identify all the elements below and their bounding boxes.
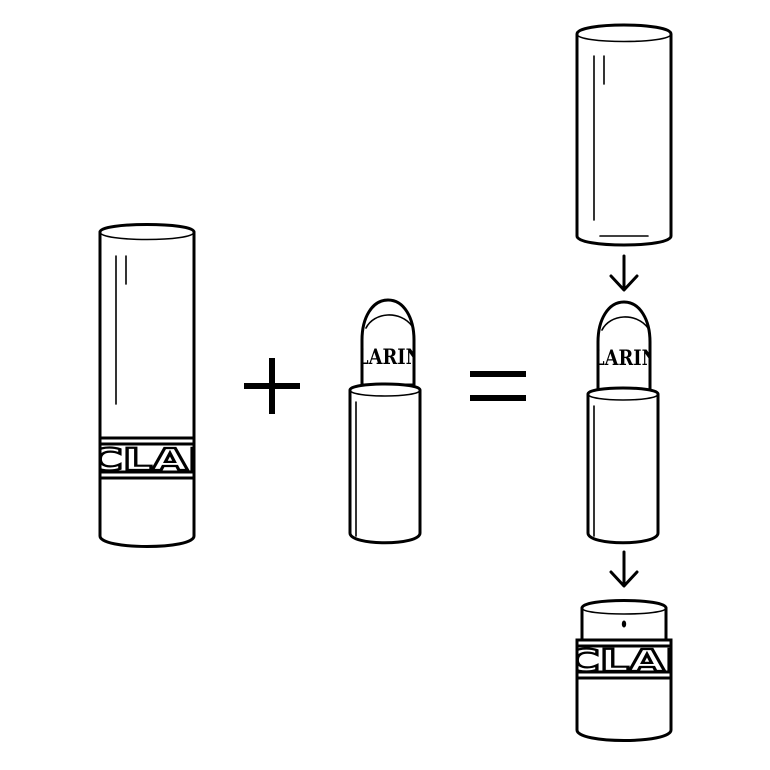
plus-sign: +	[0, 0, 300, 414]
case-base-with-band: CLAI	[566, 599, 682, 742]
full-lipstick-case: CLAI	[89, 223, 205, 548]
base-band-logo-text: CLAI	[566, 644, 682, 679]
refill-bullet: LARIN	[586, 300, 660, 545]
cap	[98, 223, 196, 440]
refill-lipstick-bullet: LARIN	[348, 298, 422, 545]
equals-sign: =	[0, 0, 526, 401]
band-logo-text: CLAI	[89, 443, 205, 478]
exploded-assembly: LARIN CLAI	[566, 23, 682, 742]
plus-symbol-label: +	[0, 0, 1, 1]
base	[98, 476, 196, 548]
separated-cap	[575, 23, 673, 247]
arrow-down-icon	[609, 550, 639, 588]
equals-symbol-label: =	[0, 0, 1, 1]
logo-band: CLAI	[89, 436, 205, 480]
refill-bullet-logo-text: LARIN	[592, 345, 658, 370]
arrow-down-icon	[609, 254, 639, 292]
bullet-logo-text: LARIN	[356, 344, 422, 369]
